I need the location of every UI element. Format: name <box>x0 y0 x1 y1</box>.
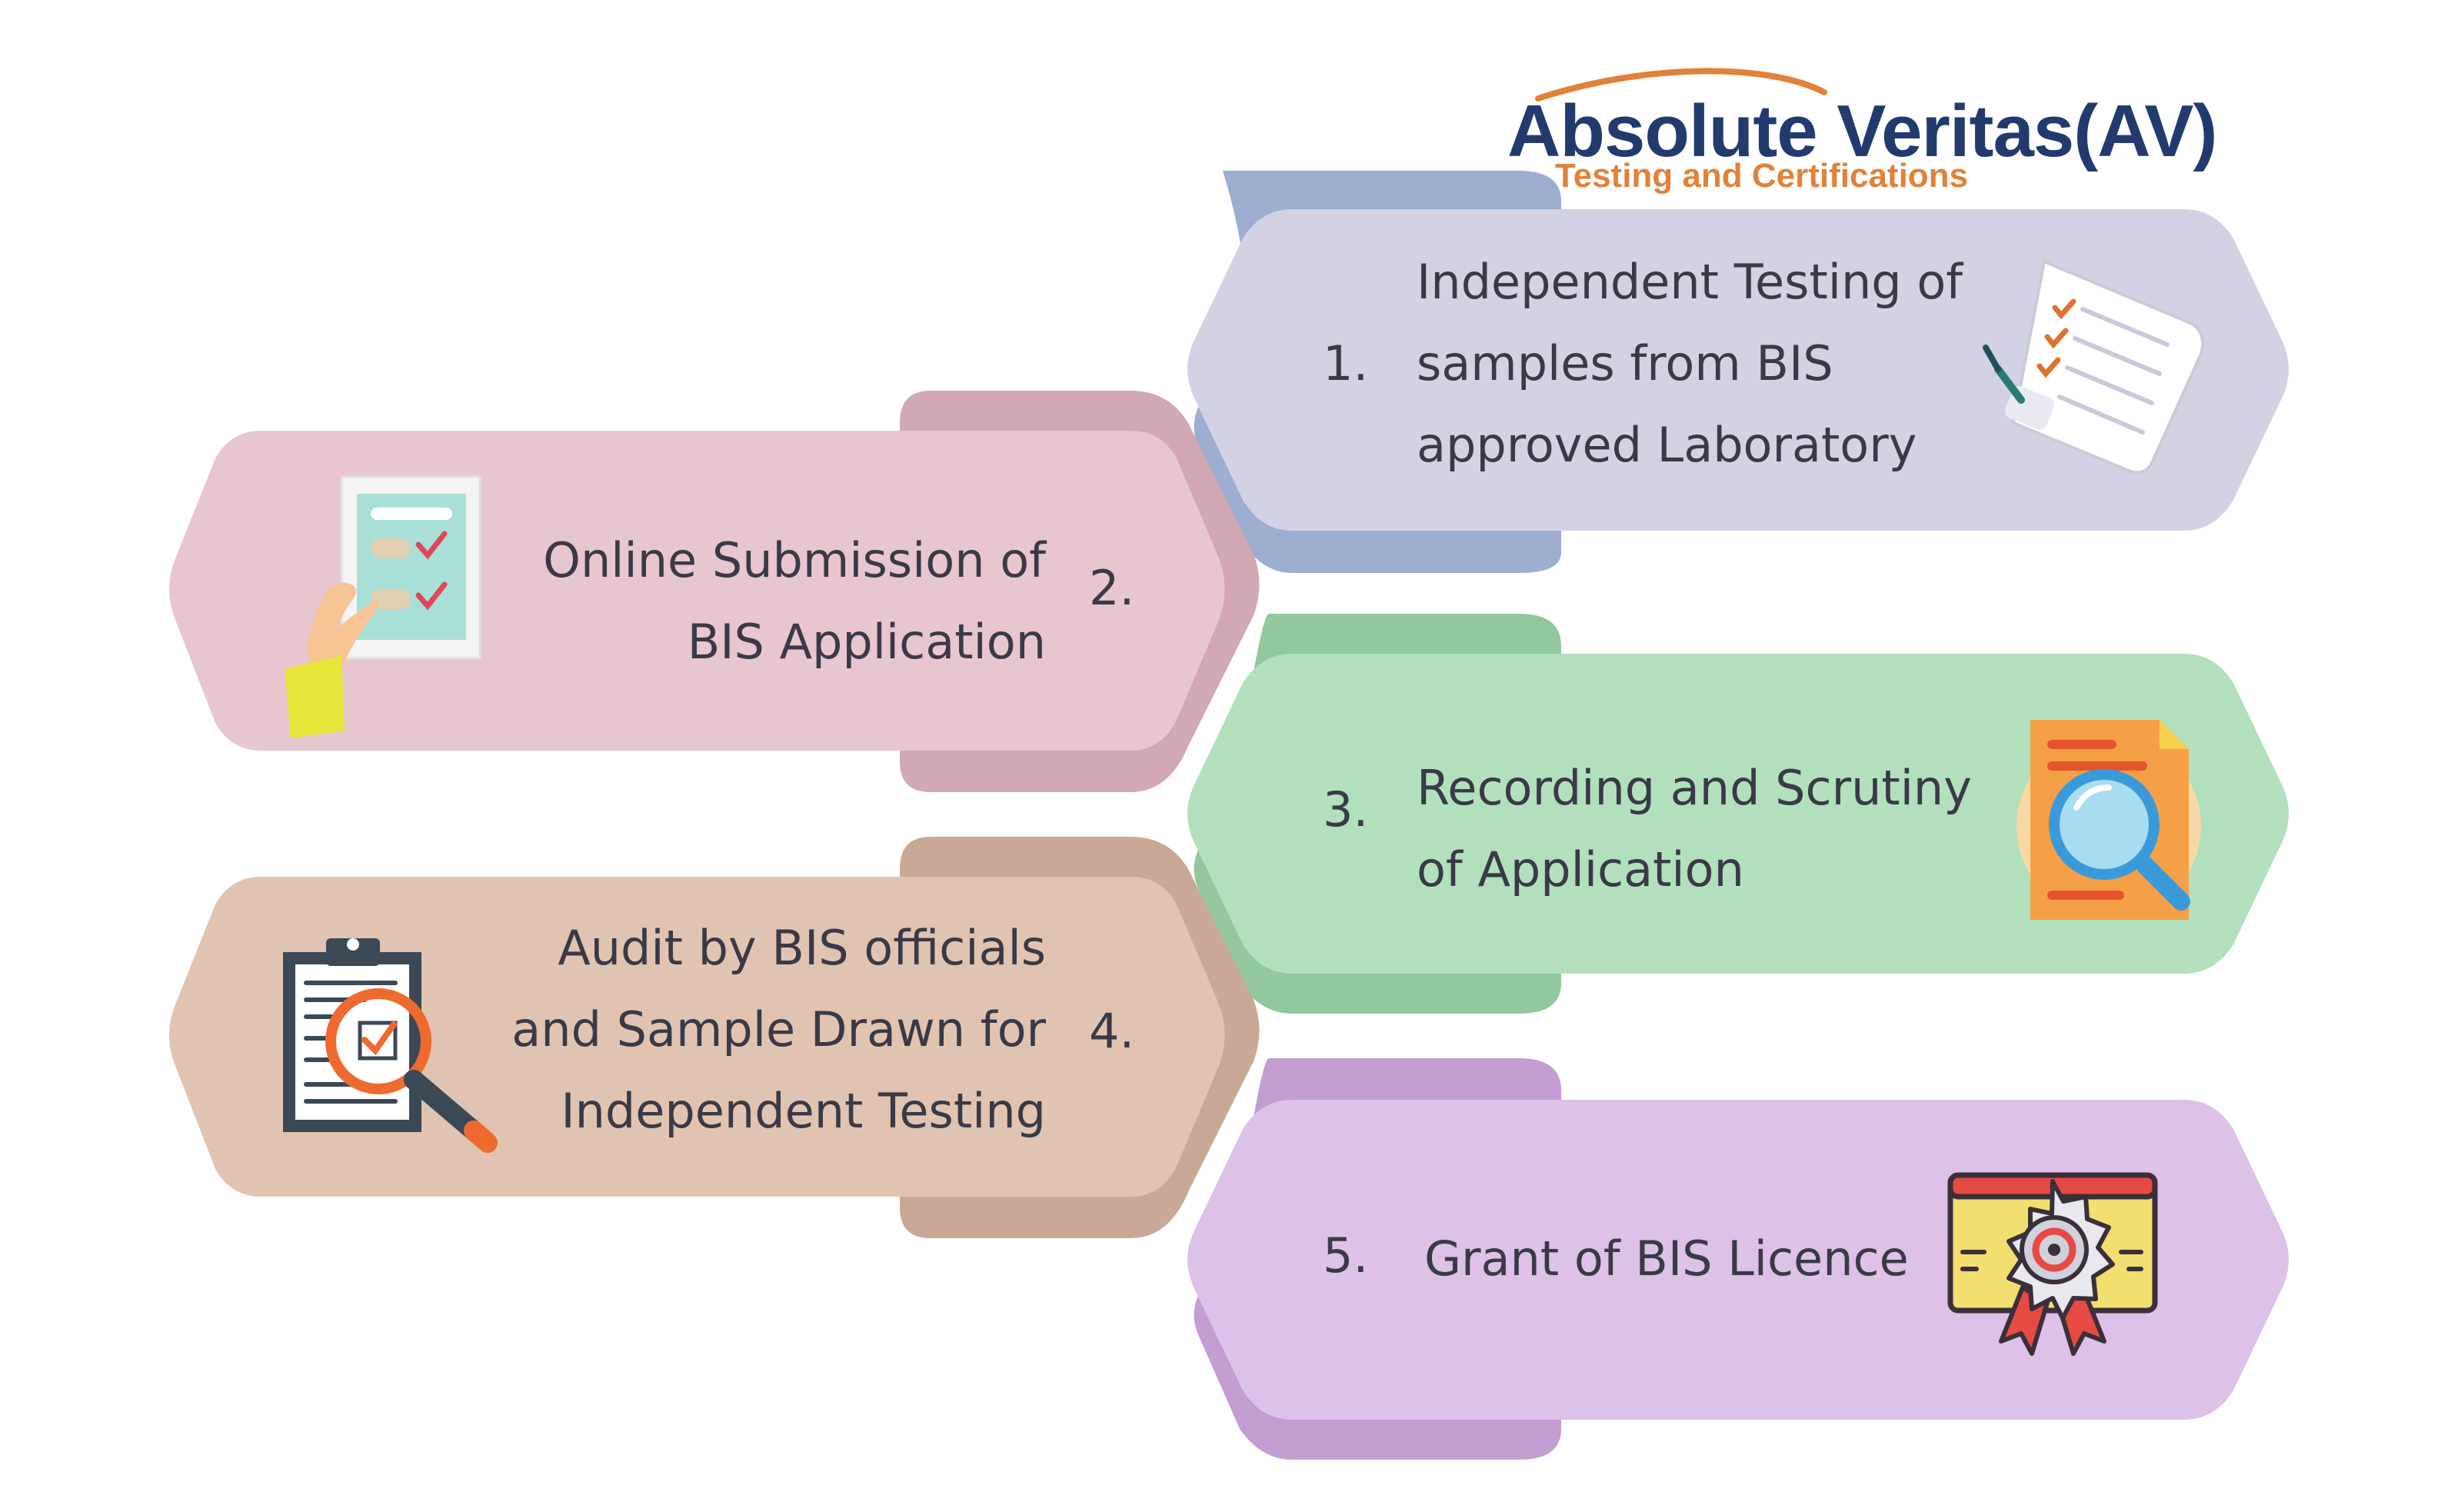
step-4-line: and Sample Drawn for <box>511 1001 1046 1057</box>
step-4-line: Audit by BIS officials <box>558 920 1046 976</box>
step-3-label: Recording and Scrutiny of Application <box>1417 748 1972 911</box>
step-5-line: Grant of BIS Licence <box>1424 1231 1909 1287</box>
certificate-badge-icon <box>1947 1172 2158 1356</box>
logo-title: Absolute Veritas(AV) <box>1507 90 2217 172</box>
step-4-label: Audit by BIS officials and Sample Drawn … <box>477 908 1046 1152</box>
step-4-number: 4. <box>1089 1003 1135 1059</box>
step-3-line: Recording and Scrutiny <box>1417 760 1972 816</box>
step-1-line: approved Laboratory <box>1417 417 1917 473</box>
document-checklist-icon <box>1983 259 2205 475</box>
step-5-number: 5. <box>1323 1227 1369 1284</box>
step-2-line: BIS Application <box>687 614 1046 670</box>
step-1-number: 1. <box>1323 335 1369 391</box>
clipboard-inspection-icon <box>283 938 498 1153</box>
step-4-shape <box>169 837 1260 1238</box>
step-1-line: Independent Testing of <box>1417 254 1963 310</box>
step-3-line: of Application <box>1417 841 1744 898</box>
step-2-label: Online Submission of BIS Application <box>492 520 1046 683</box>
step-3-number: 3. <box>1323 781 1369 838</box>
step-4-line: Independent Testing <box>561 1083 1046 1139</box>
hand-form-checklist-icon <box>285 475 481 738</box>
logo-subtitle: Testing and Certifications <box>1555 157 1969 195</box>
step-2-line: Online Submission of <box>543 532 1046 588</box>
step-5-label: Grant of BIS Licence <box>1424 1218 1909 1300</box>
step-2-number: 2. <box>1089 560 1135 616</box>
step-1-shape <box>1187 171 2289 573</box>
step-1-line: samples from BIS <box>1417 335 1833 391</box>
document-magnifier-icon <box>2016 720 2201 920</box>
step-3-shape <box>1187 614 2289 1014</box>
step-1-label: Independent Testing of samples from BIS … <box>1417 241 1963 486</box>
company-logo: Absolute Veritas(AV) Testing and Certifi… <box>1507 68 2217 206</box>
logo-arc <box>1535 68 1827 102</box>
